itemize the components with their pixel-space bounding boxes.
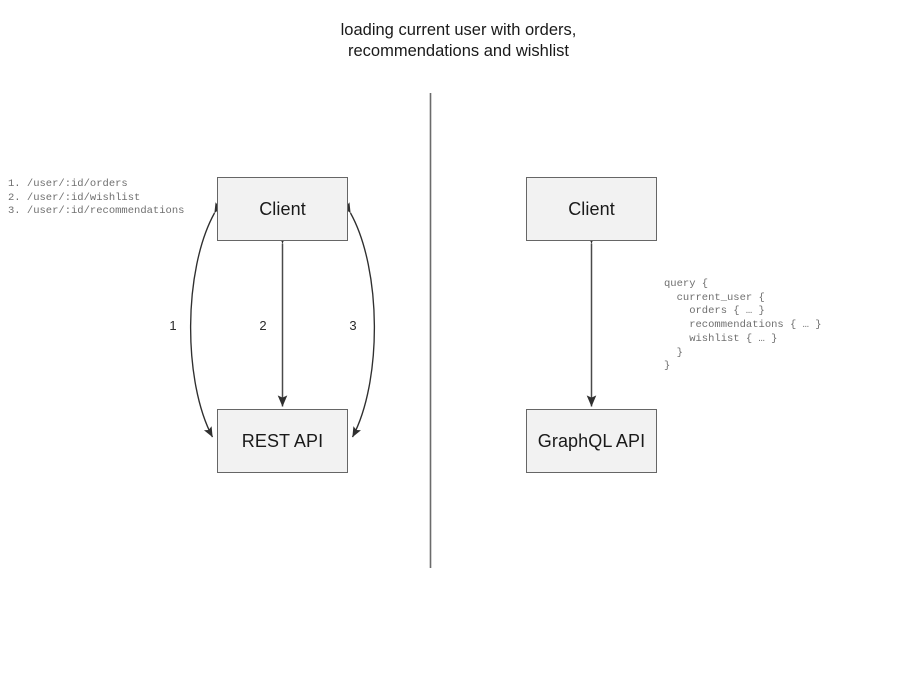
rest-api-box[interactable]: REST API	[217, 409, 348, 473]
rest-endpoint-list: 1. /user/:id/orders 2. /user/:id/wishlis…	[8, 178, 185, 218]
rest-client-box[interactable]: Client	[217, 177, 348, 241]
graphql-query-snippet: query { current_user { orders { … } reco…	[664, 278, 822, 373]
graphql-api-box[interactable]: GraphQL API	[526, 409, 657, 473]
edge-label-1: 1	[169, 318, 177, 333]
edge-label-2: 2	[259, 318, 267, 333]
graphql-client-box-label: Client	[568, 198, 615, 219]
rest-api-box-label: REST API	[241, 430, 324, 451]
rest-client-box-label: Client	[259, 198, 306, 219]
edge-1-curve	[189, 202, 224, 438]
graphql-api-box-label: GraphQL API	[537, 430, 646, 451]
edge-label-3: 3	[349, 318, 357, 333]
page-title: loading current user with orders, recomm…	[340, 21, 577, 60]
graphql-client-box[interactable]: Client	[526, 177, 657, 241]
